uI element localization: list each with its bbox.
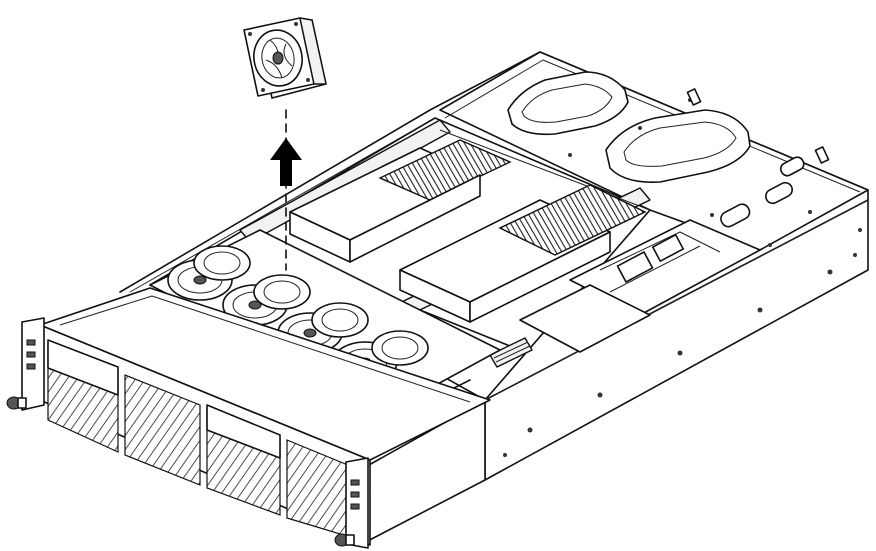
front-drive-bay xyxy=(6,287,491,549)
vent-slot xyxy=(765,181,793,205)
removed-fan-module xyxy=(243,17,327,99)
side-wall-holes xyxy=(503,228,862,457)
thumbscrew-left xyxy=(6,396,27,410)
fan-icon xyxy=(311,302,369,338)
heatsink-cpu-1 xyxy=(289,139,512,263)
arrow-up-icon xyxy=(270,138,302,186)
power-supply-area xyxy=(489,219,761,368)
vent-slot xyxy=(779,156,805,177)
vent-slot xyxy=(720,203,751,228)
removal-guide xyxy=(270,109,302,271)
fan-icon xyxy=(253,274,311,310)
thumbscrew-right xyxy=(334,533,355,547)
fan-icon xyxy=(193,245,251,281)
fan-icon xyxy=(371,330,429,366)
drive-slot xyxy=(124,374,201,486)
top-cover xyxy=(439,51,869,251)
cover-cutout-2 xyxy=(605,109,751,184)
heatsink-cpu-2 xyxy=(399,184,647,323)
